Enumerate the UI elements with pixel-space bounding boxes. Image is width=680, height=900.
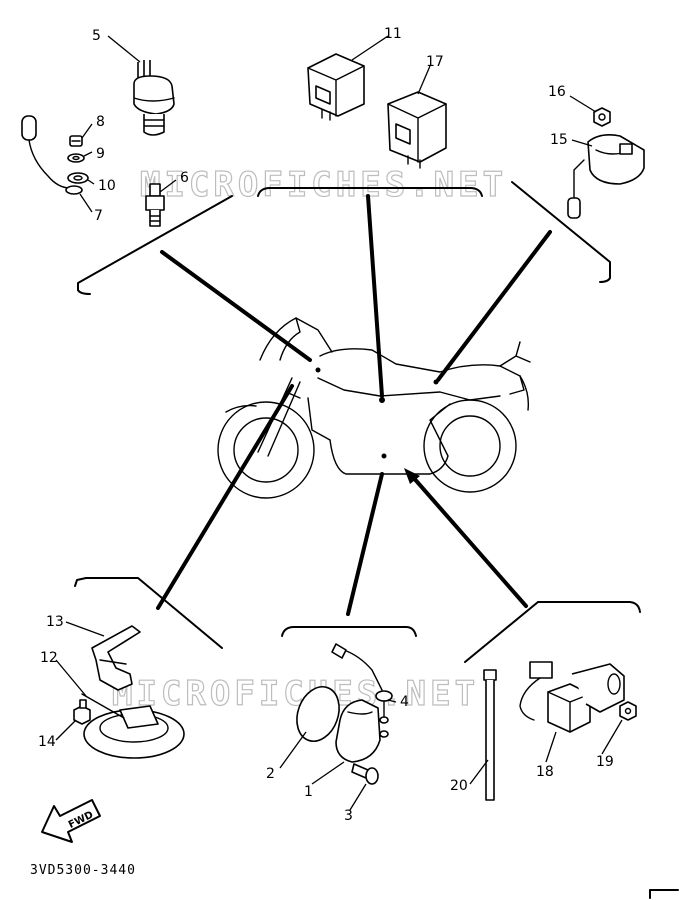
part-nut-14 (73, 699, 91, 725)
diagram-code: 3VD5300-3440 (30, 863, 136, 878)
callout-12: 12 (40, 650, 58, 666)
part-bolt-19 (619, 701, 637, 721)
callout-4: 4 (400, 694, 409, 710)
frame-top-center (257, 187, 483, 197)
callout-18: 18 (536, 764, 554, 780)
part-sender-6 (145, 183, 165, 227)
callout-2: 2 (266, 766, 275, 782)
callout-14: 14 (38, 734, 56, 750)
part-lead-wire-7 (21, 115, 83, 195)
part-horn-12 (81, 693, 185, 759)
part-bolt-8 (69, 135, 83, 147)
part-gasket-2 (296, 686, 340, 742)
callout-numbers: 5 8 9 10 7 6 11 17 16 15 13 12 14 4 2 1 … (38, 26, 614, 824)
part-switch-1 (331, 643, 393, 763)
callout-6: 6 (180, 170, 189, 186)
frame-top-right (511, 181, 611, 283)
callout-11: 11 (384, 26, 402, 42)
part-washer-10 (67, 172, 89, 184)
watermark-bottom: MICROFICHES.NET (112, 674, 479, 714)
part-bracket-13 (91, 625, 141, 691)
callout-9: 9 (96, 146, 105, 162)
callout-3: 3 (344, 808, 353, 824)
frame-bottom-left (74, 577, 223, 649)
callout-5: 5 (92, 28, 101, 44)
frame-top-left (77, 195, 233, 295)
part-relay-17 (387, 91, 447, 169)
part-band-20 (483, 669, 497, 801)
frame-bottom-center (281, 626, 417, 637)
callout-19: 19 (596, 754, 614, 770)
frame-bottom-right (464, 601, 641, 663)
watermark-top: MICROFICHES.NET (140, 165, 507, 205)
part-screw-3 (351, 763, 379, 785)
callout-7: 7 (94, 208, 103, 224)
callout-15: 15 (550, 132, 568, 148)
callout-10: 10 (98, 178, 116, 194)
motorcycle-silhouette (217, 317, 531, 499)
callout-1: 1 (304, 784, 313, 800)
corner-mark (649, 889, 679, 899)
part-relay-18 (519, 661, 625, 733)
leader-lines (55, 35, 623, 811)
callout-8: 8 (96, 114, 105, 130)
part-nut-16 (593, 107, 611, 127)
part-flasher-15 (567, 134, 645, 219)
callout-17: 17 (426, 54, 444, 70)
part-thermo-switch-5 (133, 60, 175, 136)
fwd-arrow-icon: FWD (41, 799, 101, 843)
part-relay-11 (307, 53, 365, 121)
callout-13: 13 (46, 614, 64, 630)
part-washer-9 (67, 153, 85, 163)
callout-16: 16 (548, 84, 566, 100)
callout-20: 20 (450, 778, 468, 794)
pointer-lines (156, 194, 552, 616)
